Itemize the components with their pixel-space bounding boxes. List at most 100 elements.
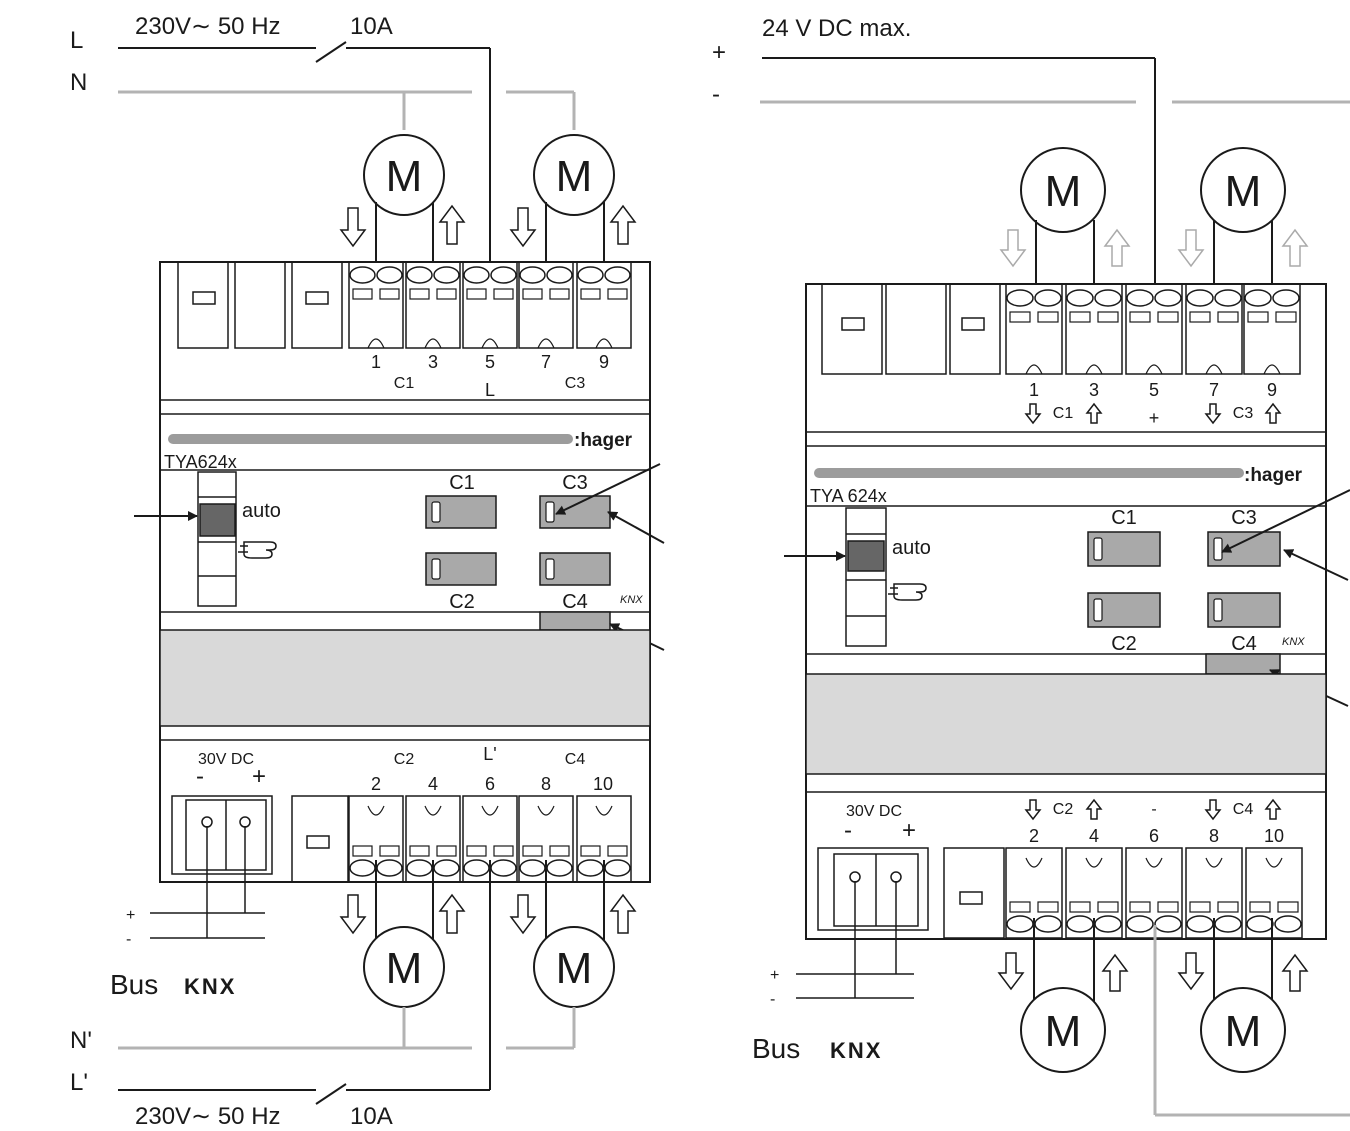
terminal-4: 4 <box>428 774 438 794</box>
model-label: TYA 624x <box>810 486 887 506</box>
up-arrow-icon <box>1281 953 1309 992</box>
down-arrow-icon <box>997 952 1025 991</box>
terminal-7: 7 <box>541 352 551 372</box>
c1-button[interactable] <box>425 495 497 529</box>
motor-label: M <box>1045 1007 1082 1056</box>
terminal-10: 10 <box>593 774 613 794</box>
left-top-terminal-block <box>177 261 632 349</box>
screw-terminal <box>1065 283 1123 375</box>
hager-logo: :hager <box>574 430 633 451</box>
terminal-8: 8 <box>1209 826 1219 846</box>
down-arrow-icon <box>1024 403 1042 425</box>
group-c1: C1 <box>1053 405 1074 422</box>
left-l-prime-wire <box>118 860 491 1105</box>
screw-terminal <box>1185 283 1243 375</box>
brand-bar <box>814 468 1244 478</box>
c4-button[interactable] <box>1207 592 1281 628</box>
terminal-5: 5 <box>1149 380 1159 400</box>
dc-label: 30V DC <box>198 751 254 768</box>
left-n-label: N <box>70 69 87 96</box>
left-n-prime-wire <box>118 1007 576 1050</box>
group-plus: + <box>1149 408 1160 428</box>
down-arrow-icon <box>1204 403 1222 425</box>
right-diagram: 24 V DC max. + - M M 1 3 5 7 9 C1 + <box>712 15 1350 1117</box>
left-n-prime-label: N' <box>70 1027 92 1054</box>
screw-terminal <box>1243 283 1301 375</box>
c4-label: C4 <box>1231 633 1257 655</box>
down-arrow-icon <box>1177 229 1205 268</box>
dc-minus: - <box>844 817 852 844</box>
screw-terminal <box>576 795 632 883</box>
terminal-3: 3 <box>428 352 438 372</box>
group-dash: - <box>1151 801 1156 818</box>
c2-button[interactable] <box>1087 592 1161 628</box>
terminal-10: 10 <box>1264 826 1284 846</box>
bus-minus: - <box>126 931 131 948</box>
right-motor-4: M <box>1200 918 1286 1073</box>
bus-label: Bus <box>752 1033 800 1064</box>
left-diagram: L N 230V∼ 50 Hz 10A M M <box>70 13 665 1130</box>
terminal-1: 1 <box>1029 380 1039 400</box>
screw-terminal <box>348 795 404 883</box>
left-motor-2: M <box>533 134 615 268</box>
hager-logo: :hager <box>1244 465 1303 486</box>
down-arrow-icon <box>339 894 367 935</box>
up-arrow-icon <box>1085 402 1103 424</box>
up-arrow-icon <box>438 893 466 934</box>
up-arrow-icon <box>1281 228 1309 267</box>
motor-label: M <box>1045 167 1082 216</box>
up-arrow-icon <box>438 204 466 245</box>
up-arrow-icon <box>1264 402 1282 424</box>
group-c1: C1 <box>394 375 415 392</box>
down-arrow-icon <box>509 894 537 935</box>
bus-plus: + <box>770 967 779 984</box>
motor-label: M <box>1225 167 1262 216</box>
auto-label: auto <box>892 537 931 559</box>
manual-hand-icon <box>888 583 927 601</box>
left-supply-spec: 230V∼ 50 Hz <box>135 13 281 40</box>
left-l-wire <box>118 41 491 268</box>
c1-button[interactable] <box>1087 531 1161 567</box>
group-c3: C3 <box>565 375 586 392</box>
terminal-6: 6 <box>485 774 495 794</box>
mode-selector-switch[interactable] <box>197 471 237 607</box>
left-bottom-terminal-block <box>291 795 632 883</box>
up-arrow-icon <box>1101 953 1129 992</box>
terminal-8: 8 <box>541 774 551 794</box>
c2-label: C2 <box>1111 633 1137 655</box>
screw-terminal <box>1125 283 1183 375</box>
motor-label: M <box>556 152 593 201</box>
screw-terminal <box>1245 847 1303 939</box>
left-n-wire <box>118 90 576 130</box>
c2-button[interactable] <box>425 552 497 586</box>
right-plus-wire <box>762 57 1156 290</box>
c3-label: C3 <box>562 472 588 494</box>
group-l-prime: L' <box>483 744 496 764</box>
c3-button[interactable] <box>1207 531 1281 567</box>
c4-button[interactable] <box>539 552 611 586</box>
dc-plus: + <box>252 763 266 790</box>
screw-terminal <box>462 795 518 883</box>
down-arrow-icon <box>1024 799 1042 821</box>
right-motor-3: M <box>1020 918 1106 1073</box>
dc-label: 30V DC <box>846 803 902 820</box>
terminal-4: 4 <box>1089 826 1099 846</box>
down-arrow-icon <box>999 229 1027 268</box>
left-fuse-rating-bottom: 10A <box>350 1103 393 1130</box>
up-arrow-icon <box>1264 798 1282 820</box>
terminal-9: 9 <box>599 352 609 372</box>
bus-plus: + <box>126 907 135 924</box>
label-window <box>805 673 1327 775</box>
screw-terminal <box>462 261 518 349</box>
right-motor-1: M <box>1020 147 1106 290</box>
mode-selector-switch[interactable] <box>845 507 887 647</box>
left-l-prime-label: L' <box>70 1069 88 1096</box>
terminal-2: 2 <box>371 774 381 794</box>
right-plus-label: + <box>712 39 726 66</box>
c3-button[interactable] <box>539 495 611 529</box>
group-l: L <box>485 380 495 400</box>
c2-label: C2 <box>449 591 475 613</box>
group-c4: C4 <box>1233 801 1254 818</box>
motor-label: M <box>386 152 423 201</box>
